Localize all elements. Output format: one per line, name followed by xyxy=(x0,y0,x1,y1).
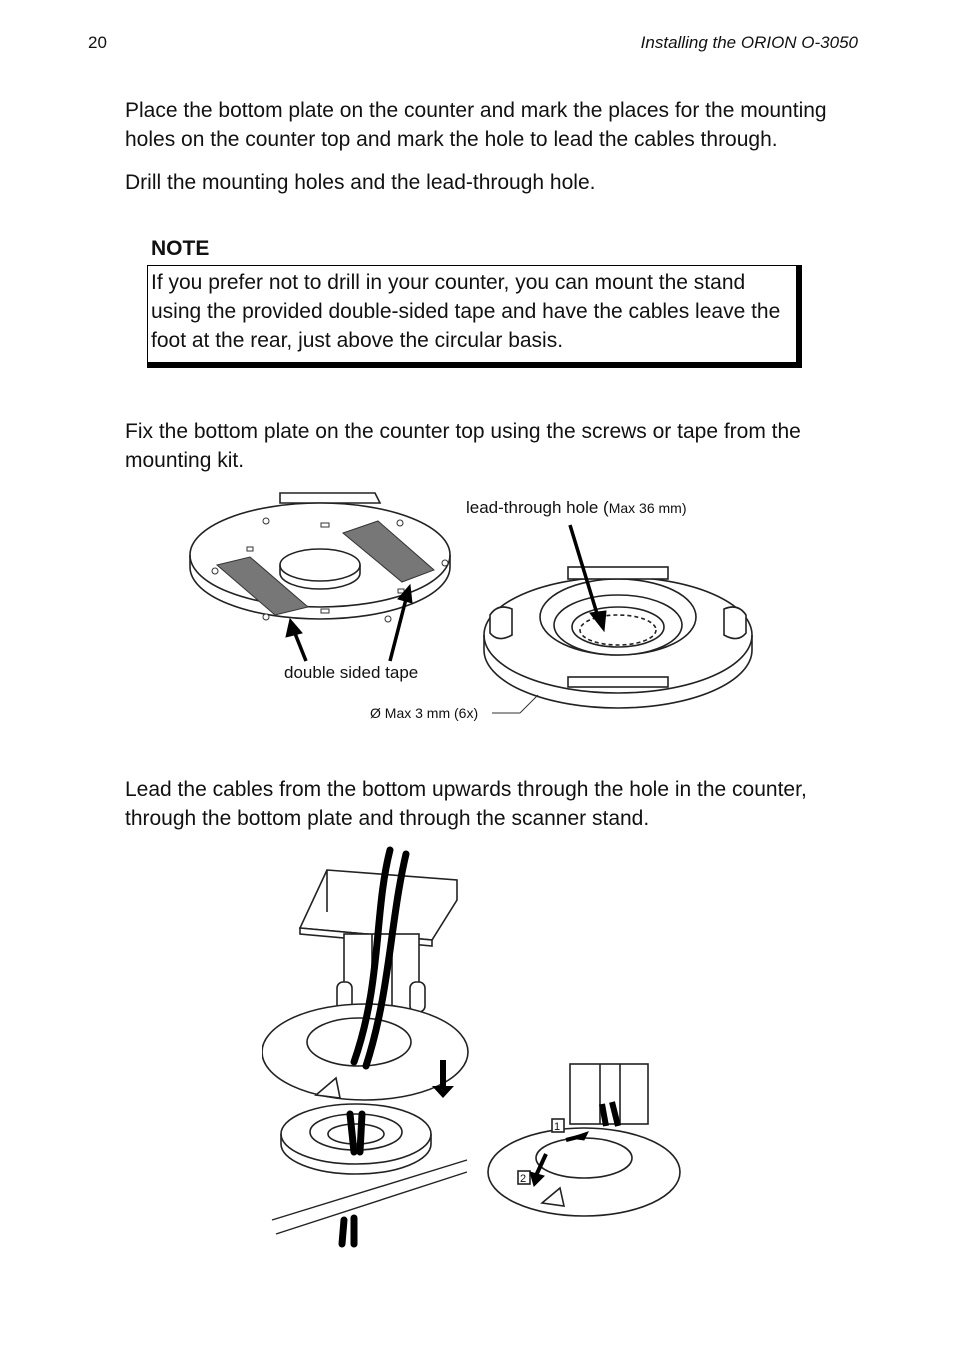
detail-cables-illustration xyxy=(599,1101,621,1127)
double-sided-tape-label: double sided tape xyxy=(284,663,418,682)
note-title: NOTE xyxy=(151,237,210,260)
down-arrow-icon xyxy=(432,1060,454,1098)
svg-text:lead-through hole (Max 36 mm): lead-through hole (Max 36 mm) xyxy=(466,498,687,517)
step-2-label: 2 xyxy=(520,1173,526,1185)
rotation-detail-illustration xyxy=(487,1063,681,1217)
lead-through-label: lead-through hole ( xyxy=(466,498,609,517)
base-plate-illustration xyxy=(280,1103,432,1175)
note-box: If you prefer not to drill in your count… xyxy=(147,265,802,368)
paragraph-lead-cables: Lead the cables from the bottom upwards … xyxy=(125,778,807,830)
plate-mounting-holes xyxy=(211,517,449,623)
note-text: If you prefer not to drill in your count… xyxy=(151,271,781,352)
plate-top-illustration xyxy=(483,566,753,709)
screw-size-label: Ø Max 3 mm (6x) xyxy=(370,705,478,721)
cables-illustration xyxy=(338,846,410,1248)
double-sided-tape-strips xyxy=(215,520,435,616)
figure1-arrows xyxy=(285,524,607,662)
counter-top-lines xyxy=(271,1159,468,1235)
lead-through-max-label: Max 36 mm) xyxy=(609,500,687,516)
cable-routing-figure: 1 2 xyxy=(262,846,681,1248)
bottom-plate-figure: lead-through hole (Max 36 mm) double sid… xyxy=(189,492,753,721)
paragraph-drill-holes: Drill the mounting holes and the lead-th… xyxy=(125,171,596,194)
page-number: 20 xyxy=(88,33,107,52)
rotation-arrows-icon xyxy=(529,1131,589,1187)
paragraph-mark-holes: Place the bottom plate on the counter an… xyxy=(125,99,827,151)
step-1-label: 1 xyxy=(554,1121,560,1133)
running-title: Installing the ORION O-3050 xyxy=(640,33,858,52)
paragraph-fix-plate: Fix the bottom plate on the counter top … xyxy=(125,420,801,472)
